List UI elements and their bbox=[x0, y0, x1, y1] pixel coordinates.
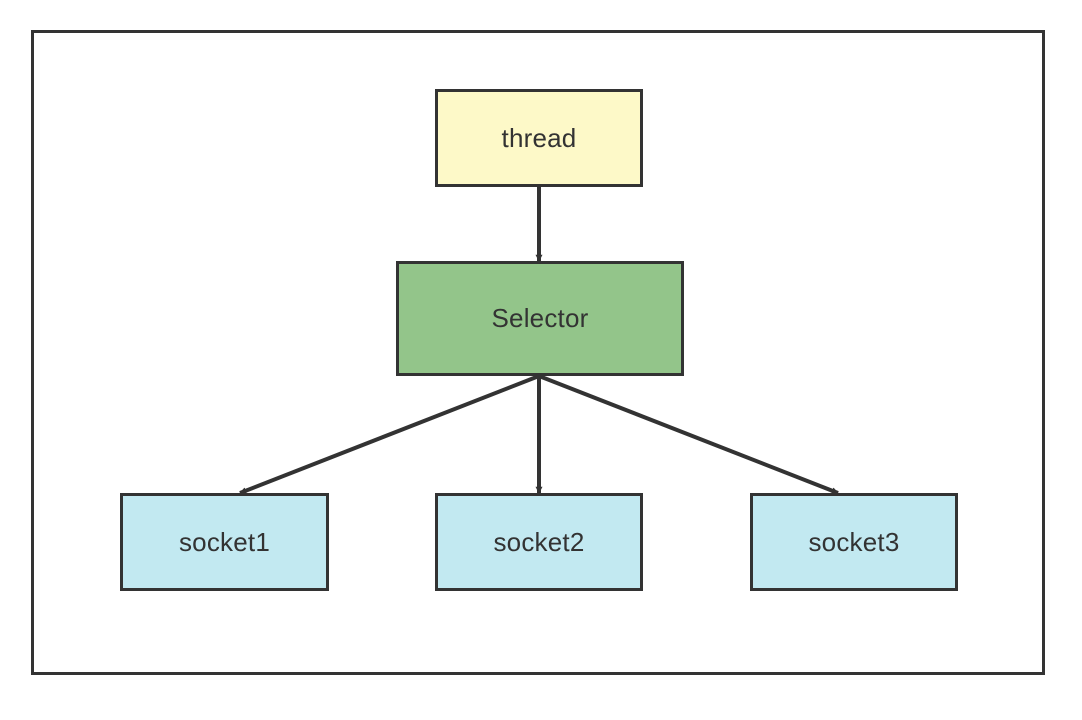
diagram-frame bbox=[31, 30, 1045, 675]
selector-node-label: Selector bbox=[491, 303, 589, 333]
socket3-node-label: socket3 bbox=[808, 526, 900, 557]
thread-node: thread bbox=[435, 89, 643, 187]
socket1-node: socket1 bbox=[120, 493, 329, 591]
socket3-node: socket3 bbox=[750, 493, 958, 591]
selector-node: Selector bbox=[396, 261, 684, 376]
socket2-node: socket2 bbox=[435, 493, 643, 591]
socket1-node-label: socket1 bbox=[178, 526, 270, 557]
socket2-node-label: socket2 bbox=[493, 526, 585, 557]
thread-node-label: thread bbox=[501, 122, 577, 153]
